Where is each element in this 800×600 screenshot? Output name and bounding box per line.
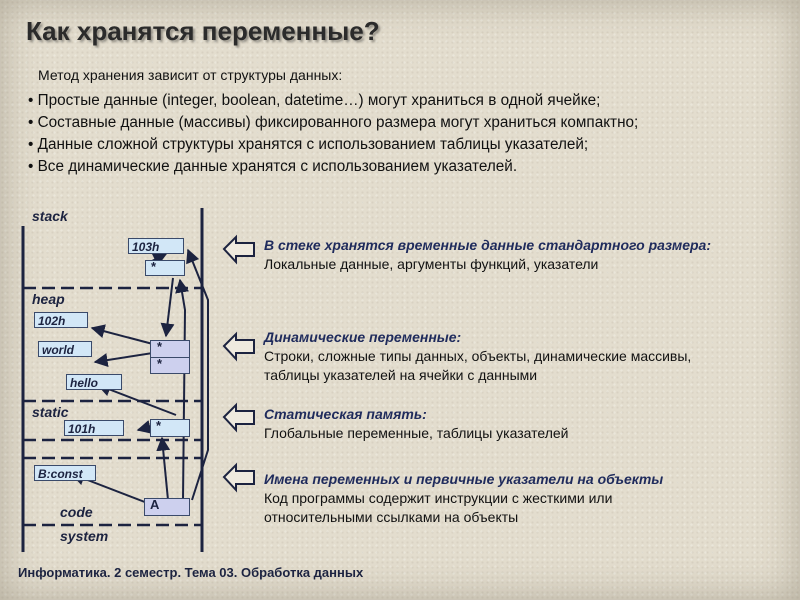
- pointer-arrow-icon: [222, 234, 255, 265]
- heap-pointer-table: * *: [150, 340, 190, 374]
- desc-code: Имена переменных и первичные указатели н…: [264, 470, 663, 527]
- arrow-static-to-101h: [136, 420, 152, 434]
- bullet-list: Простые данные (integer, boolean, dateti…: [28, 90, 639, 178]
- arrow-a-to-staticptr: [156, 436, 171, 501]
- const-box: B:const: [34, 465, 96, 481]
- heap-address-box: 102h: [34, 312, 88, 328]
- heap-table-cell: *: [151, 340, 189, 358]
- bullet-item: Составные данные (массивы) фиксированног…: [28, 112, 639, 134]
- desc-line: Глобальные переменные, таблицы указателе…: [264, 425, 569, 441]
- bullet-item: Простые данные (integer, boolean, dateti…: [28, 90, 638, 112]
- desc-line: таблицы указателей на ячейки с данными: [264, 367, 538, 383]
- stack-pointer-box: *: [145, 260, 185, 276]
- desc-line: Строки, сложные типы данных, объекты, ди…: [264, 348, 692, 364]
- desc-line: относительными ссылками на объекты: [264, 509, 519, 525]
- desc-heading: Статическая память:: [264, 406, 427, 422]
- static-address-box: 101h: [64, 420, 124, 436]
- arrow-stackptr-to-table: [160, 277, 175, 338]
- section-heap: heap: [32, 291, 65, 307]
- desc-heading: В стеке хранятся временные данные станда…: [264, 237, 712, 253]
- section-static: static: [32, 404, 69, 420]
- desc-stack: В стеке хранятся временные данные станда…: [264, 236, 711, 274]
- arrow-a-to-table: [186, 248, 209, 501]
- section-code: code: [60, 504, 93, 520]
- section-stack: stack: [32, 208, 68, 224]
- pointer-arrow-icon: [222, 331, 255, 362]
- heap-world-box: world: [38, 341, 92, 357]
- stack-address-box: 103h: [128, 238, 184, 254]
- pointer-arrow-icon: [222, 402, 255, 433]
- desc-heading: Имена переменных и первичные указатели н…: [264, 471, 664, 487]
- arrow-a-to-stackptr: [175, 278, 189, 501]
- pointer-arrow-icon: [222, 462, 255, 493]
- desc-line: Локальные данные, аргументы функций, ука…: [264, 256, 599, 272]
- desc-line: Код программы содержит инструкции с жест…: [264, 490, 613, 506]
- arrow-table-to-hello: [96, 382, 177, 416]
- code-a-box: A: [144, 498, 190, 516]
- page-title: Как хранятся переменные?: [26, 16, 380, 46]
- intro-text: Метод хранения зависит от структуры данн…: [38, 67, 343, 83]
- desc-heap: Динамические переменные: Строки, сложные…: [264, 328, 691, 385]
- bullet-item: Все динамические данные хранятся с испол…: [28, 156, 638, 178]
- desc-heading: Динамические переменные:: [264, 329, 462, 345]
- bullet-item: Данные сложной структуры хранятся с испо…: [28, 134, 638, 156]
- footer-text: Информатика. 2 семестр. Тема 03. Обработ…: [18, 565, 364, 580]
- heap-table-cell: *: [157, 356, 163, 371]
- section-system: system: [60, 528, 109, 544]
- heap-hello-box: hello: [66, 374, 122, 390]
- static-pointer-box: *: [150, 419, 190, 437]
- desc-static: Статическая память: Глобальные переменны…: [264, 405, 568, 443]
